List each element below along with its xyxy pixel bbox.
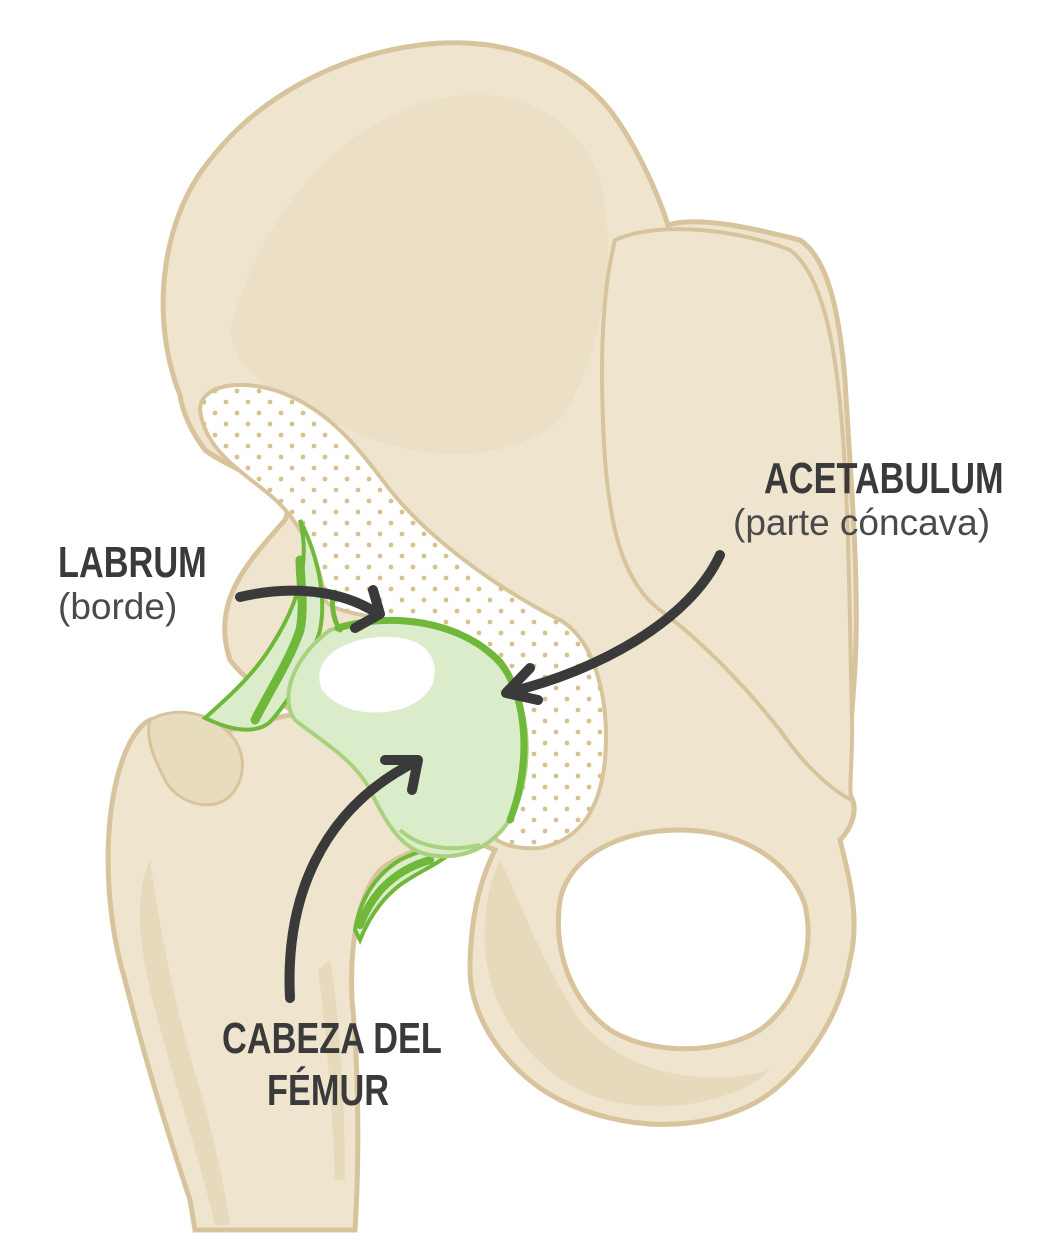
acetabulum-sublabel: (parte cóncava) [733, 502, 991, 543]
labrum-label: LABRUM [58, 538, 207, 587]
arrow-femoral-head [284, 755, 423, 1003]
femoral-head-label-line1: CABEZA DEL [222, 1014, 442, 1063]
labrum-sublabel: (borde) [58, 586, 178, 627]
arrow-labrum [235, 585, 385, 633]
arrow-acetabulum [501, 550, 725, 705]
acetabulum-label: ACETABULUM [764, 454, 1004, 503]
femoral-head-label-line2: FÉMUR [267, 1066, 390, 1115]
pelvis-bone [160, 40, 859, 1127]
femoral-head [286, 589, 529, 859]
